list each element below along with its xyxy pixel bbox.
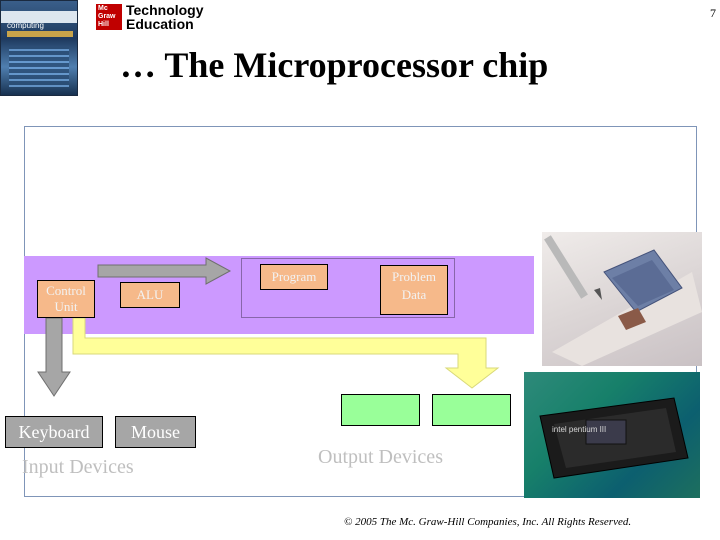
cover-title: computing	[7, 21, 44, 30]
output-device-box-1	[341, 394, 420, 426]
copyright-notice: © 2005 The Mc. Graw-Hill Companies, Inc.…	[344, 516, 632, 528]
memory-box	[241, 258, 455, 318]
slide-title: … The Microprocessor chip	[120, 45, 549, 85]
mouse-box: Mouse	[115, 416, 196, 448]
brand-line1: Technology	[126, 2, 204, 18]
input-devices-label: Input Devices	[22, 456, 134, 478]
control-unit-box: Control Unit	[37, 280, 95, 318]
output-device-box-2	[432, 394, 511, 426]
gray-arrow-down	[37, 317, 71, 397]
yellow-arrow-output	[72, 317, 500, 389]
chip-with-pen-photo	[542, 232, 702, 366]
mcgraw-hill-logo: Mc Graw Hill	[96, 4, 122, 30]
problem-data-box: Problem Data	[380, 265, 448, 315]
book-cover-image: computing	[0, 0, 78, 96]
brand-line2: Education	[126, 16, 194, 32]
output-devices-label: Output Devices	[318, 446, 443, 468]
logo-mark: Mc Graw Hill	[98, 5, 116, 28]
alu-box: ALU	[120, 282, 180, 308]
processor-illustration: intel pentium III	[539, 397, 689, 479]
chip-pen-illustration	[544, 235, 702, 366]
program-box: Program	[260, 264, 328, 290]
keyboard-box: Keyboard	[5, 416, 103, 448]
page-number: 7	[710, 6, 716, 20]
gray-arrow-right	[97, 257, 232, 285]
chip-label: intel pentium III	[552, 425, 606, 434]
brand-text: Technology Education	[126, 3, 204, 31]
pentium-processor-photo: intel pentium III	[524, 372, 700, 498]
